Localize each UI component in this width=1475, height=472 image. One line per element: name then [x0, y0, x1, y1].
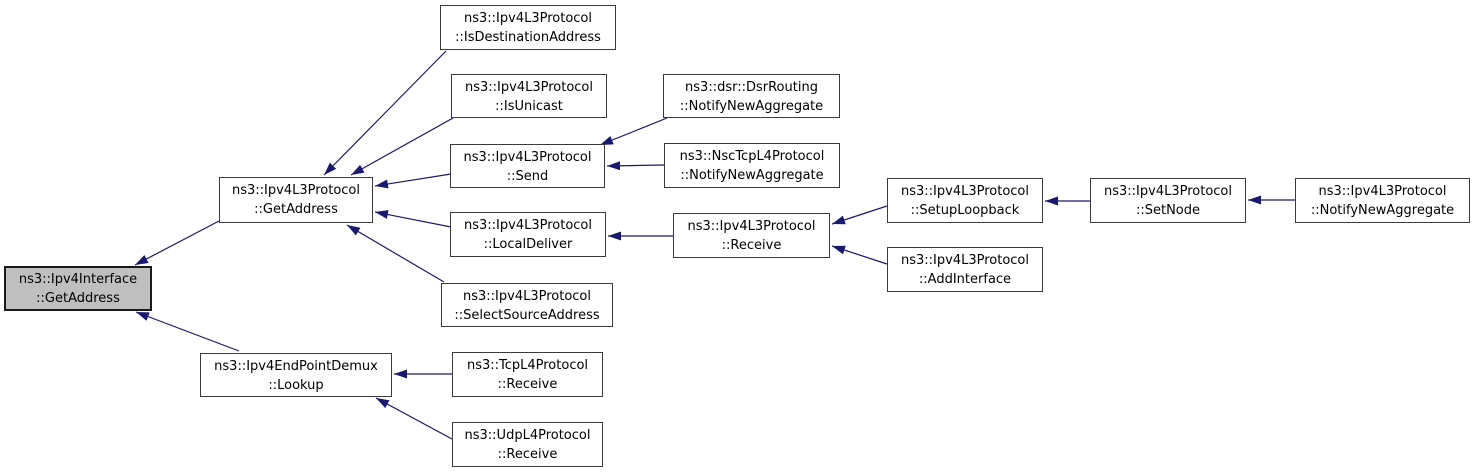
- node-label-line1: ns3::TcpL4Protocol: [466, 358, 589, 373]
- edge-selectsourceaddress-to-l3getaddress: [346, 224, 445, 283]
- edge-lookup-to-ifgetaddress: [135, 311, 240, 352]
- node-label-line1: ns3::NscTcpL4Protocol: [679, 149, 825, 164]
- node-label-line1: ns3::Ipv4L3Protocol: [463, 289, 591, 304]
- node-ipv4l3protocol-getaddress[interactable]: ns3::Ipv4L3Protocol ::GetAddress: [219, 177, 373, 223]
- node-label-line2: ::GetAddress: [36, 291, 120, 306]
- node-udpl4protocol-receive[interactable]: ns3::UdpL4Protocol ::Receive: [452, 422, 603, 467]
- node-ipv4l3protocol-isdestinationaddress[interactable]: ns3::Ipv4L3Protocol ::IsDestinationAddre…: [440, 5, 616, 50]
- node-label-line2: ::NotifyNewAggregate: [680, 168, 824, 183]
- node-ipv4l3protocol-localdeliver[interactable]: ns3::Ipv4L3Protocol ::LocalDeliver: [450, 212, 606, 257]
- node-label-line1: ns3::Ipv4L3Protocol: [464, 218, 592, 233]
- node-label-line1: ns3::Ipv4L3Protocol: [901, 253, 1029, 268]
- node-label-line1: ns3::Ipv4L3Protocol: [901, 184, 1029, 199]
- node-label-line2: ::GetAddress: [254, 202, 338, 217]
- edge-send-to-l3getaddress: [374, 173, 452, 189]
- node-ipv4l3protocol-receive[interactable]: ns3::Ipv4L3Protocol ::Receive: [673, 213, 830, 258]
- node-label-line2: ::IsDestinationAddress: [455, 30, 601, 45]
- node-ipv4l3protocol-isunicast[interactable]: ns3::Ipv4L3Protocol ::IsUnicast: [451, 74, 607, 118]
- node-ipv4l3protocol-addinterface[interactable]: ns3::Ipv4L3Protocol ::AddInterface: [887, 247, 1043, 292]
- node-tcpl4protocol-receive[interactable]: ns3::TcpL4Protocol ::Receive: [452, 352, 603, 397]
- node-label-line2: ::AddInterface: [918, 272, 1012, 287]
- node-label-line1: ns3::Ipv4L3Protocol: [463, 150, 592, 165]
- node-ipv4l3protocol-setuploopback[interactable]: ns3::Ipv4L3Protocol ::SetupLoopback: [887, 178, 1043, 223]
- node-label-line1: ns3::Ipv4L3Protocol: [464, 11, 592, 26]
- edge-isdestinationaddress-to-l3getaddress: [323, 50, 447, 176]
- node-label-line1: ns3::UdpL4Protocol: [464, 428, 591, 443]
- node-label-line1: ns3::Ipv4L3Protocol: [1318, 184, 1447, 199]
- node-label-line1: ns3::Ipv4L3Protocol: [465, 80, 593, 95]
- edge-nscnotify-to-send: [606, 161, 665, 171]
- node-label-line1: ns3::Ipv4EndPointDemux: [214, 359, 378, 374]
- node-label-line2: ::Receive: [497, 377, 558, 392]
- node-ipv4l3protocol-setnode[interactable]: ns3::Ipv4L3Protocol ::SetNode: [1090, 178, 1246, 223]
- edge-addinterface-to-receive: [831, 245, 888, 265]
- node-ipv4endpointdemux-lookup[interactable]: ns3::Ipv4EndPointDemux ::Lookup: [200, 353, 392, 397]
- node-label-line2: ::Receive: [721, 238, 782, 253]
- node-ipv4l3protocol-selectsourceaddress[interactable]: ns3::Ipv4L3Protocol ::SelectSourceAddres…: [441, 283, 613, 327]
- node-ipv4l3protocol-notifynewaggregate[interactable]: ns3::Ipv4L3Protocol ::NotifyNewAggregate: [1295, 178, 1470, 223]
- edge-isunicast-to-l3getaddress: [350, 117, 454, 176]
- node-label-line2: ::Lookup: [268, 378, 324, 393]
- edge-l3getaddress-to-ifgetaddress: [134, 220, 220, 266]
- node-label-line2: ::Receive: [497, 447, 558, 462]
- node-ipv4l3protocol-send[interactable]: ns3::Ipv4L3Protocol ::Send: [450, 144, 605, 188]
- node-label-line2: ::Send: [506, 169, 549, 184]
- node-label-line1: ns3::Ipv4L3Protocol: [687, 219, 816, 234]
- node-label-line2: ::LocalDeliver: [483, 237, 573, 252]
- node-label-line1: ns3::Ipv4Interface: [18, 272, 138, 287]
- node-label-line2: ::IsUnicast: [495, 99, 563, 114]
- node-label-line2: ::NotifyNewAggregate: [679, 99, 824, 114]
- edge-localdeliver-to-l3getaddress: [374, 210, 452, 228]
- node-dsr-dsrrouting-notifynewaggregate[interactable]: ns3::dsr::DsrRouting ::NotifyNewAggregat…: [663, 74, 840, 118]
- node-label-line1: ns3::dsr::DsrRouting: [685, 80, 818, 95]
- node-label-line2: ::SetNode: [1135, 203, 1201, 218]
- node-label-line1: ns3::Ipv4L3Protocol: [1104, 184, 1232, 199]
- node-label-line2: ::SetupLoopback: [910, 203, 1020, 218]
- edge-setuploopback-to-receive: [831, 205, 888, 225]
- node-nsctcpl4protocol-notifynewaggregate[interactable]: ns3::NscTcpL4Protocol ::NotifyNewAggrega…: [664, 143, 840, 188]
- edge-dsrnotify-to-send: [599, 117, 668, 146]
- node-label-line1: ns3::Ipv4L3Protocol: [232, 183, 360, 198]
- node-ipv4interface-getaddress: ns3::Ipv4Interface ::GetAddress: [4, 266, 152, 311]
- node-label-line2: ::SelectSourceAddress: [454, 308, 600, 323]
- edge-udpreceive-to-lookup: [375, 397, 453, 440]
- node-label-line2: ::NotifyNewAggregate: [1310, 203, 1455, 218]
